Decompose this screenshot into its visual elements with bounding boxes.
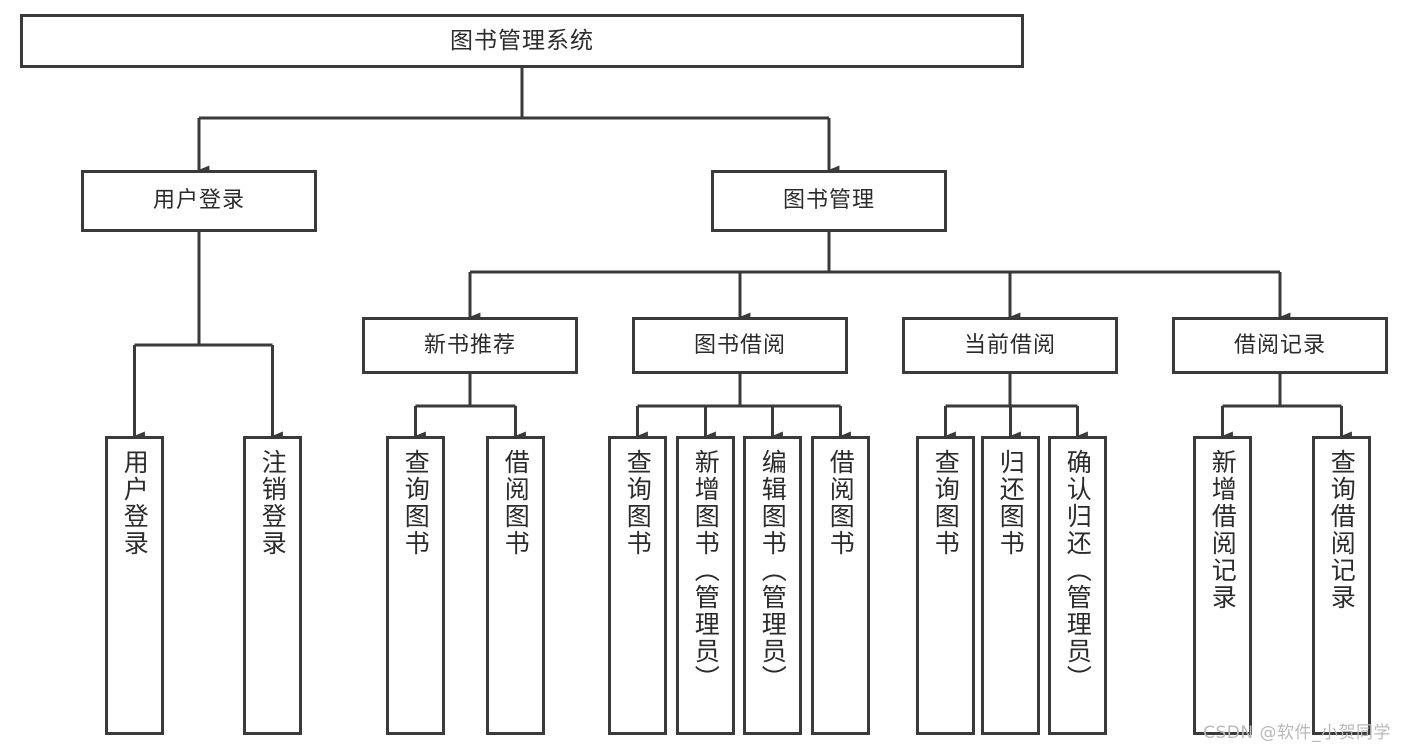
node-root[interactable]: 图书管理系统	[20, 14, 1024, 68]
node-label: 查询图书	[931, 449, 961, 557]
node-leaf-borrow-add[interactable]: 新增图书（管理员）	[676, 436, 735, 735]
node-book-manage[interactable]: 图书管理	[711, 170, 947, 232]
node-label: 图书管理系统	[450, 27, 594, 54]
node-label: 借阅图书	[501, 449, 531, 557]
node-leaf-borrow-do[interactable]: 借阅图书	[811, 436, 870, 735]
node-new-book-rec[interactable]: 新书推荐	[362, 317, 578, 374]
node-leaf-cur-confirm[interactable]: 确认归还（管理员）	[1048, 436, 1107, 735]
node-book-borrow[interactable]: 图书借阅	[632, 317, 848, 374]
node-label: 归还图书	[996, 449, 1026, 557]
node-leaf-rec-query2[interactable]: 查询借阅记录	[1312, 436, 1371, 735]
node-leaf-rec-add[interactable]: 新增借阅记录	[1193, 436, 1252, 735]
node-leaf-borrow-edit[interactable]: 编辑图书（管理员）	[743, 436, 802, 735]
node-label: 确认归还（管理员）	[1063, 449, 1093, 692]
node-leaf-cur-return[interactable]: 归还图书	[981, 436, 1040, 735]
node-label: 新书推荐	[423, 332, 516, 358]
node-label: 查询图书	[401, 449, 431, 557]
node-leaf-rec-query[interactable]: 查询图书	[386, 436, 445, 735]
node-label: 当前借阅	[963, 332, 1056, 358]
node-borrow-record[interactable]: 借阅记录	[1172, 317, 1388, 374]
node-leaf-borrow-query[interactable]: 查询图书	[608, 436, 667, 735]
node-label: 图书借阅	[693, 332, 786, 358]
node-label: 查询借阅记录	[1327, 449, 1357, 611]
node-label: 新增借阅记录	[1208, 449, 1238, 611]
node-label: 新增图书（管理员）	[691, 449, 721, 692]
node-label: 借阅图书	[826, 449, 856, 557]
node-label: 编辑图书（管理员）	[758, 449, 788, 692]
node-label: 注销登录	[258, 449, 288, 557]
node-user-login[interactable]: 用户登录	[81, 170, 317, 232]
node-label: 图书管理	[782, 188, 875, 214]
node-current-borrow[interactable]: 当前借阅	[902, 317, 1118, 374]
node-label: 用户登录	[120, 449, 150, 557]
node-label: 用户登录	[152, 188, 245, 214]
node-leaf-cur-query[interactable]: 查询图书	[916, 436, 975, 735]
node-label: 查询图书	[623, 449, 653, 557]
node-leaf-user-login[interactable]: 用户登录	[105, 436, 164, 735]
node-label: 借阅记录	[1233, 332, 1326, 358]
node-leaf-rec-borrow[interactable]: 借阅图书	[486, 436, 545, 735]
node-leaf-user-logout[interactable]: 注销登录	[243, 436, 302, 735]
